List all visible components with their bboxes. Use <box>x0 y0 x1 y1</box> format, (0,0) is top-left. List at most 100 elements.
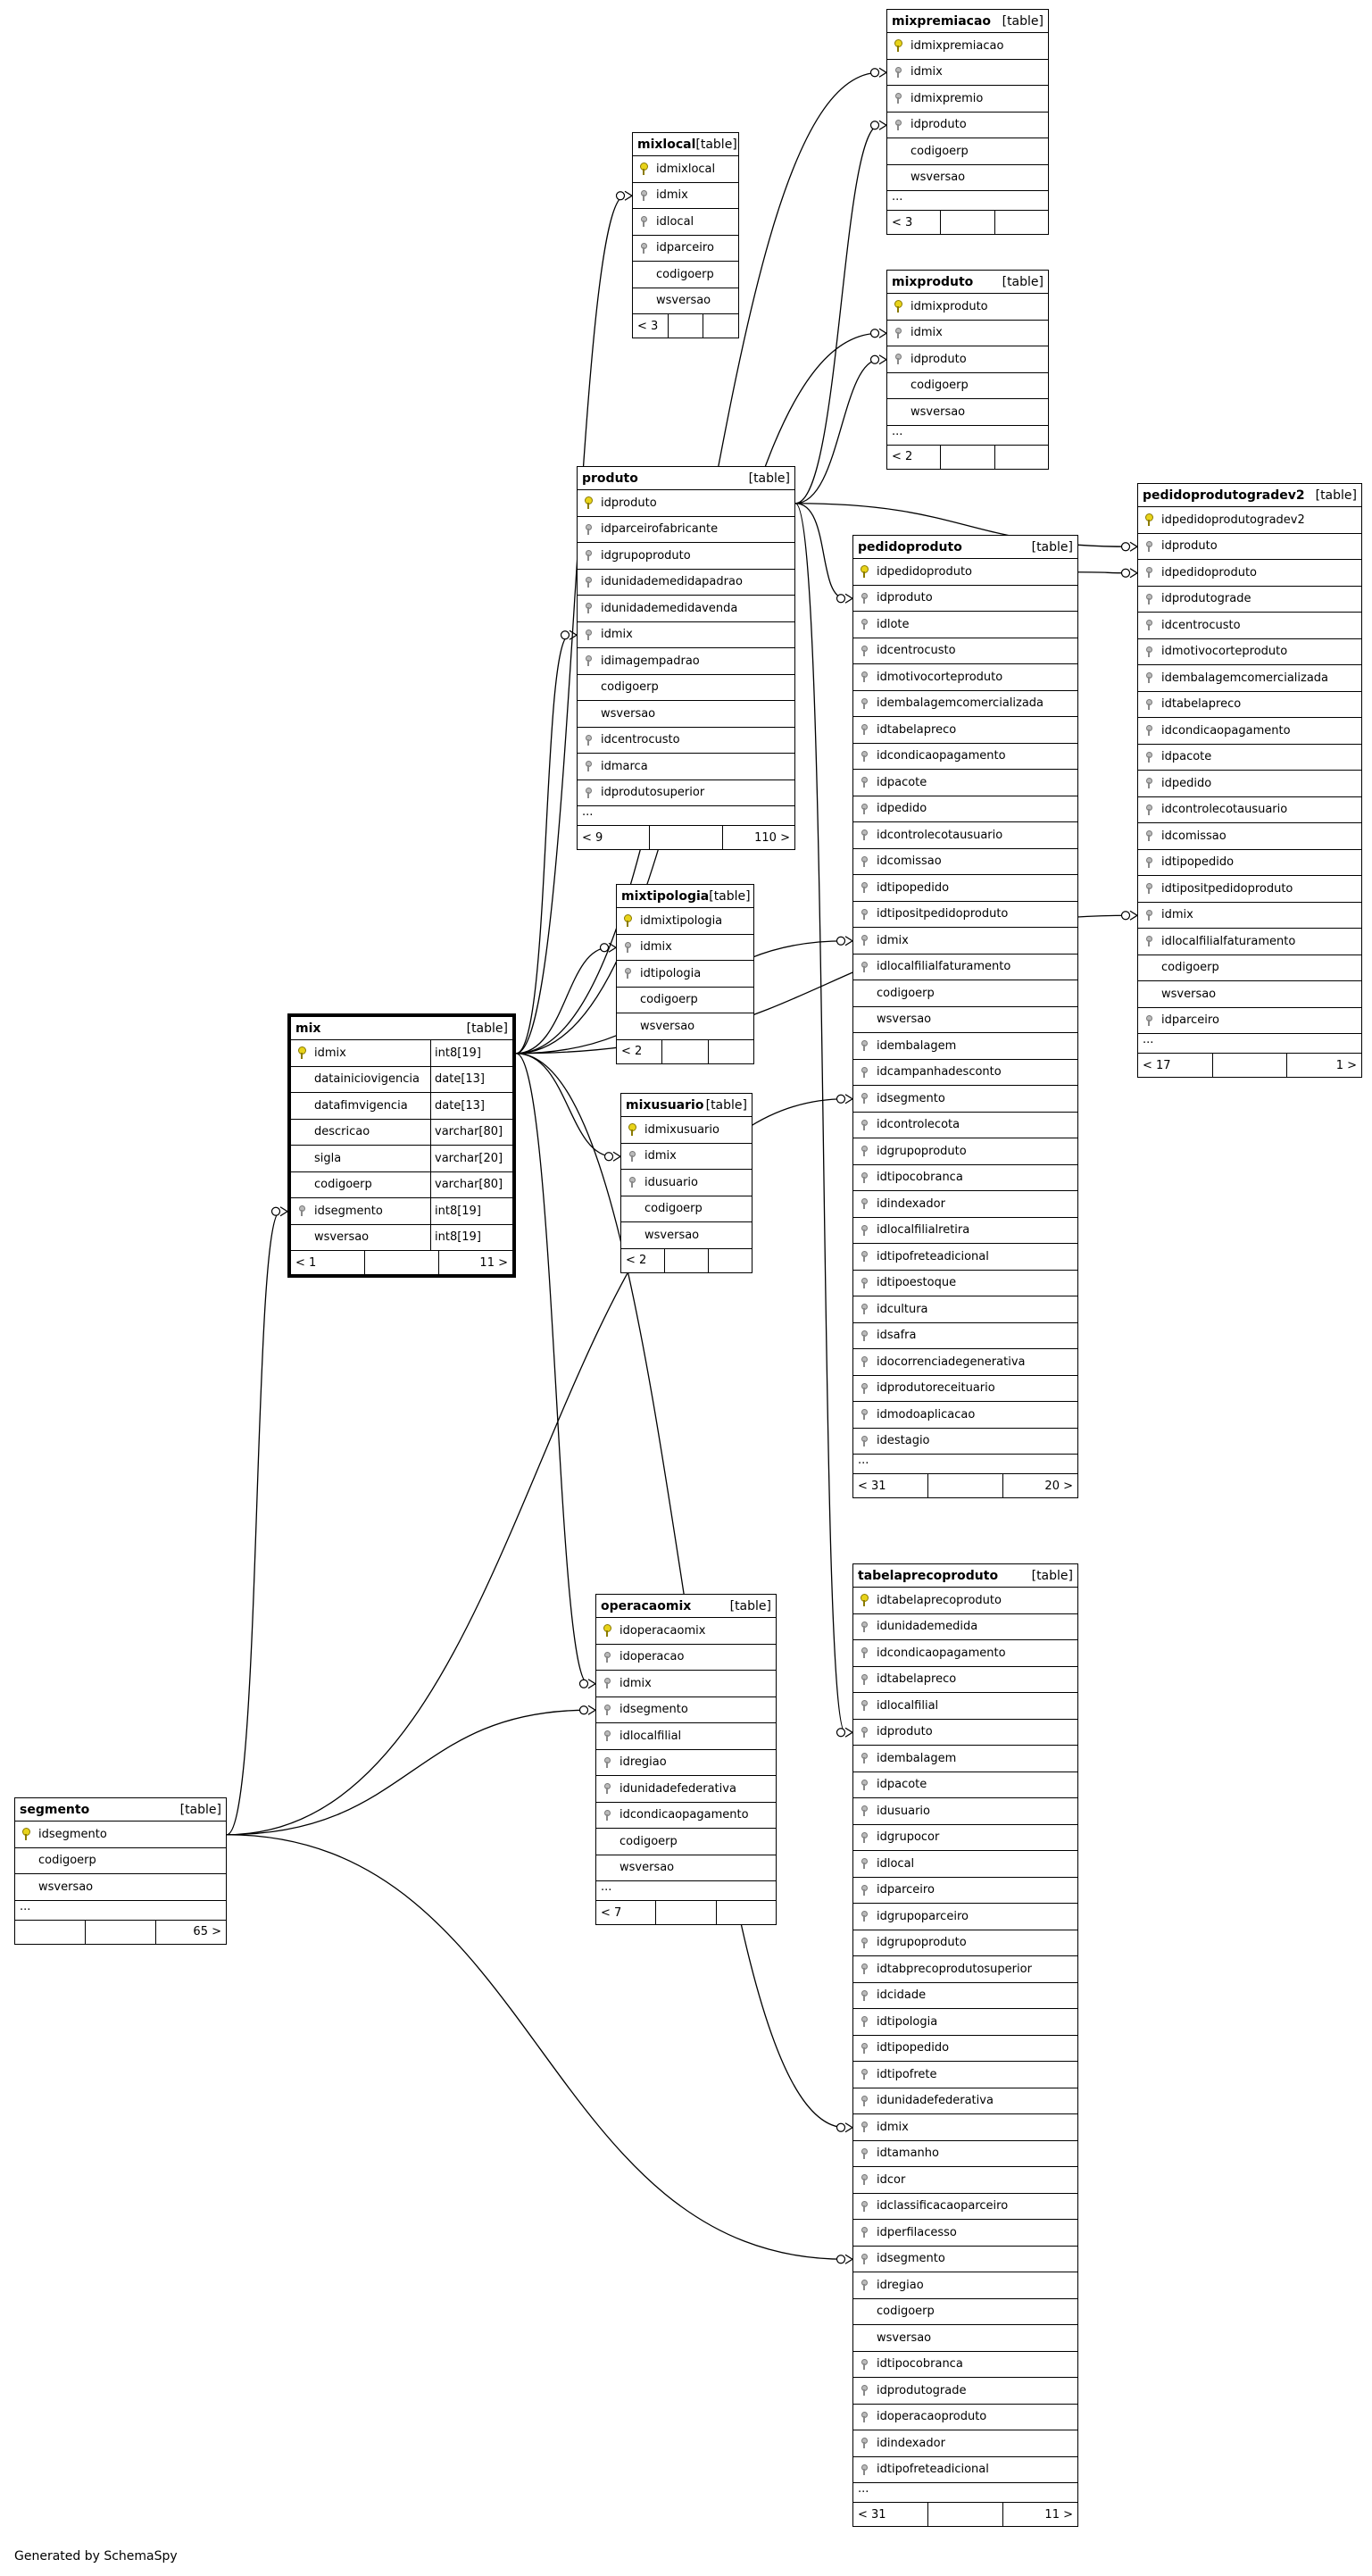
column-row-idunidadefederativa[interactable]: idunidadefederativa <box>853 2088 1077 2114</box>
column-row-idtipofrete[interactable]: idtipofrete <box>853 2062 1077 2088</box>
column-row-wsversao[interactable]: wsversao <box>887 399 1048 426</box>
column-row-idmotivocorteproduto[interactable]: idmotivocorteproduto <box>853 664 1077 691</box>
column-row-idpedidoprodutogradev2[interactable]: idpedidoprodutogradev2 <box>1138 507 1361 534</box>
column-row-idcentrocusto[interactable]: idcentrocusto <box>853 638 1077 664</box>
column-row-idproduto[interactable]: idproduto <box>578 490 794 517</box>
column-row-idcidade[interactable]: idcidade <box>853 1983 1077 2009</box>
column-row-idmix[interactable]: idmix <box>621 1144 752 1170</box>
column-row-codigoerp[interactable]: codigoerp <box>596 1829 776 1855</box>
column-row-idpacote[interactable]: idpacote <box>853 770 1077 796</box>
parents-count[interactable]: < 2 <box>621 1045 643 1058</box>
column-row-idsegmento[interactable]: idsegmento <box>15 1822 226 1848</box>
column-row-idcondicaopagamento[interactable]: idcondicaopagamento <box>853 744 1077 770</box>
footer-spacer[interactable] <box>85 1920 155 1944</box>
column-row-wsversao[interactable]: wsversao <box>853 1007 1077 1033</box>
column-row-idpedidoproduto[interactable]: idpedidoproduto <box>853 559 1077 586</box>
column-row-idmixpremio[interactable]: idmixpremio <box>887 86 1048 113</box>
column-row-idusuario[interactable]: idusuario <box>853 1798 1077 1825</box>
column-row-idmodoaplicacao[interactable]: idmodoaplicacao <box>853 1402 1077 1429</box>
column-row-idproduto[interactable]: idproduto <box>887 113 1048 138</box>
column-row-codigoerp[interactable]: codigoerp <box>1138 955 1361 981</box>
footer-spacer[interactable] <box>655 1901 715 1924</box>
table-pedidoprodutogradev2[interactable]: pedidoprodutogradev2[table]idpedidoprodu… <box>1137 483 1362 1078</box>
column-row-idtipocobranca[interactable]: idtipocobranca <box>853 2352 1077 2378</box>
column-row-idtipocobranca[interactable]: idtipocobranca <box>853 1165 1077 1191</box>
column-row-idparceiro[interactable]: idparceiro <box>633 236 738 262</box>
column-row-idproduto[interactable]: idproduto <box>853 586 1077 612</box>
parents-count[interactable]: < 2 <box>892 450 913 463</box>
column-row-idcontrolecota[interactable]: idcontrolecota <box>853 1113 1077 1138</box>
column-row-wsversao[interactable]: wsversao <box>1138 981 1361 1008</box>
column-row-idtipopedido[interactable]: idtipopedido <box>853 2036 1077 2062</box>
column-row-idcentrocusto[interactable]: idcentrocusto <box>578 728 794 754</box>
column-row-idembalagemcomercializada[interactable]: idembalagemcomercializada <box>1138 665 1361 692</box>
column-row-codigoerp[interactable]: codigoerp <box>633 262 738 288</box>
column-row-idsafra[interactable]: idsafra <box>853 1323 1077 1349</box>
table-tabelaprecoproduto[interactable]: tabelaprecoproduto[table]idtabelaprecopr… <box>852 1563 1078 2527</box>
column-row-idoperacaoproduto[interactable]: idoperacaoproduto <box>853 2405 1077 2430</box>
column-row-idmix[interactable]: idmix <box>887 60 1048 86</box>
children-count[interactable] <box>994 211 1048 234</box>
column-row-idparceirofabricante[interactable]: idparceirofabricante <box>578 517 794 543</box>
parents-count[interactable]: < 3 <box>637 319 659 333</box>
column-row-idembalagemcomercializada[interactable]: idembalagemcomercializada <box>853 691 1077 717</box>
column-row-codigoerp[interactable]: codigoerp <box>621 1196 752 1222</box>
table-name[interactable]: mixpremiacao <box>892 13 992 29</box>
children-count[interactable] <box>994 445 1048 469</box>
parents-count[interactable] <box>15 1921 85 1944</box>
column-row-codigoerp[interactable]: codigoerp <box>617 988 753 1013</box>
column-row-idtipositpedidoproduto[interactable]: idtipositpedidoproduto <box>1138 876 1361 903</box>
column-row-codigoerp[interactable]: codigoerp <box>853 980 1077 1007</box>
column-row-idproduto[interactable]: idproduto <box>1138 534 1361 560</box>
column-row-idtipopedido[interactable]: idtipopedido <box>853 875 1077 902</box>
column-row-idmix[interactable]: idmix <box>596 1671 776 1697</box>
column-row-idprodutoreceituario[interactable]: idprodutoreceituario <box>853 1376 1077 1402</box>
column-row-idpedido[interactable]: idpedido <box>853 796 1077 822</box>
column-row-idoperacaomix[interactable]: idoperacaomix <box>596 1618 776 1645</box>
column-row-idtabelaprecoproduto[interactable]: idtabelaprecoproduto <box>853 1588 1077 1614</box>
column-row-idestagio[interactable]: idestagio <box>853 1429 1077 1455</box>
table-name[interactable]: mixlocal <box>637 137 696 152</box>
column-row-idmix[interactable]: idmix <box>853 928 1077 955</box>
column-row-idlocalfilialretira[interactable]: idlocalfilialretira <box>853 1218 1077 1244</box>
column-row-idtipofreteadicional[interactable]: idtipofreteadicional <box>853 2457 1077 2483</box>
column-row-idmix[interactable]: idmix <box>887 321 1048 346</box>
column-row-idtipologia[interactable]: idtipologia <box>617 961 753 988</box>
footer-spacer[interactable] <box>649 826 721 849</box>
children-count[interactable] <box>703 314 738 338</box>
column-row-idunidademedidavenda[interactable]: idunidademedidavenda <box>578 596 794 622</box>
children-count[interactable] <box>715 1901 776 1924</box>
column-row-idembalagem[interactable]: idembalagem <box>853 1033 1077 1060</box>
footer-spacer[interactable] <box>667 314 703 338</box>
column-row-wsversao[interactable]: wsversao <box>633 288 738 314</box>
column-row-idcampanhadesconto[interactable]: idcampanhadesconto <box>853 1060 1077 1086</box>
column-row-idunidadefederativa[interactable]: idunidadefederativa <box>596 1776 776 1803</box>
column-row-idsegmento[interactable]: idsegmento <box>853 2247 1077 2272</box>
column-row-idperfilacesso[interactable]: idperfilacesso <box>853 2220 1077 2247</box>
table-name[interactable]: pedidoproduto <box>858 539 962 554</box>
column-row-idcultura[interactable]: idcultura <box>853 1296 1077 1323</box>
column-row-idmotivocorteproduto[interactable]: idmotivocorteproduto <box>1138 639 1361 665</box>
column-row-idtabelapreco[interactable]: idtabelapreco <box>1138 692 1361 718</box>
column-row-codigoerp[interactable]: codigoerp <box>15 1848 226 1874</box>
column-row-idtipositpedidoproduto[interactable]: idtipositpedidoproduto <box>853 902 1077 928</box>
column-row-idmix[interactable]: idmix <box>1138 903 1361 929</box>
column-row-idlocalfilialfaturamento[interactable]: idlocalfilialfaturamento <box>1138 929 1361 955</box>
column-row-idprodutograde[interactable]: idprodutograde <box>853 2378 1077 2405</box>
footer-spacer[interactable] <box>664 1248 708 1272</box>
column-row-codigoerp[interactable]: codigoerp <box>887 373 1048 399</box>
column-row-idcondicaopagamento[interactable]: idcondicaopagamento <box>596 1803 776 1829</box>
column-row-idoperacao[interactable]: idoperacao <box>596 1645 776 1671</box>
parents-count[interactable]: < 3 <box>892 215 913 229</box>
children-count[interactable]: 110 > <box>721 826 794 849</box>
column-row-wsversao[interactable]: wsversao <box>596 1855 776 1881</box>
column-row-idcontrolecotausuario[interactable]: idcontrolecotausuario <box>1138 797 1361 823</box>
